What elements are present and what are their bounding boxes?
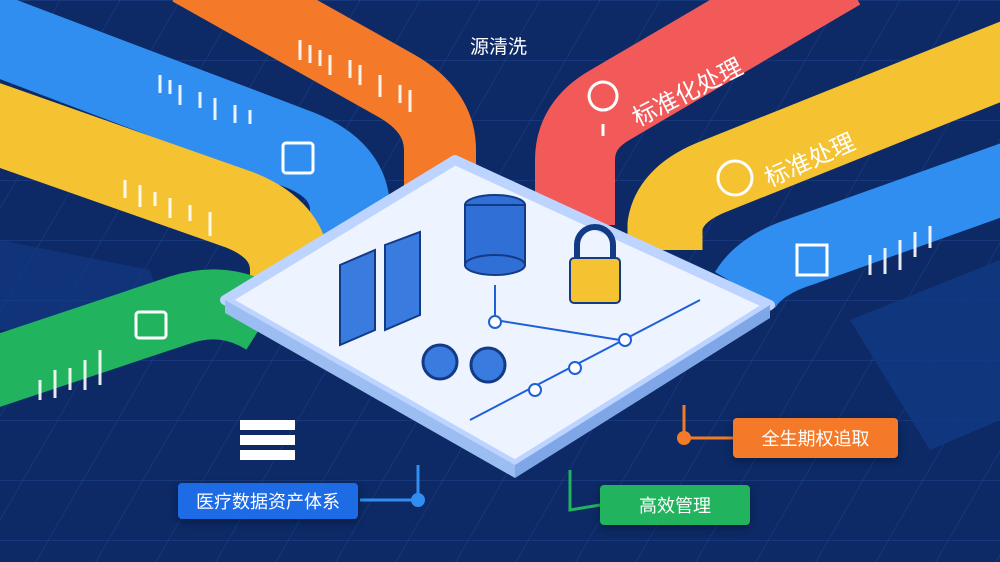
red-band <box>535 0 861 225</box>
orange-band <box>172 0 476 215</box>
blue-band-left <box>0 0 390 255</box>
top-label: 源清洗 <box>470 36 528 58</box>
database-icon <box>464 194 526 276</box>
lock-icon <box>569 224 621 304</box>
box-icon <box>795 243 829 277</box>
calculator-icon <box>281 141 315 175</box>
stack-icon <box>240 420 295 460</box>
yellow-band-right <box>627 21 1000 263</box>
globe-icon <box>716 159 754 197</box>
location-pin-icon <box>587 80 619 136</box>
gears-icon <box>421 343 507 384</box>
efficient-management-box: 高效管理 <box>600 485 750 525</box>
folder-icon <box>134 310 168 340</box>
medical-data-asset-box: 医疗数据资产体系 <box>178 483 358 519</box>
lifecycle-box: 全生期权追取 <box>733 418 898 458</box>
server-icon <box>339 230 421 347</box>
blue-band-right <box>714 143 1000 310</box>
